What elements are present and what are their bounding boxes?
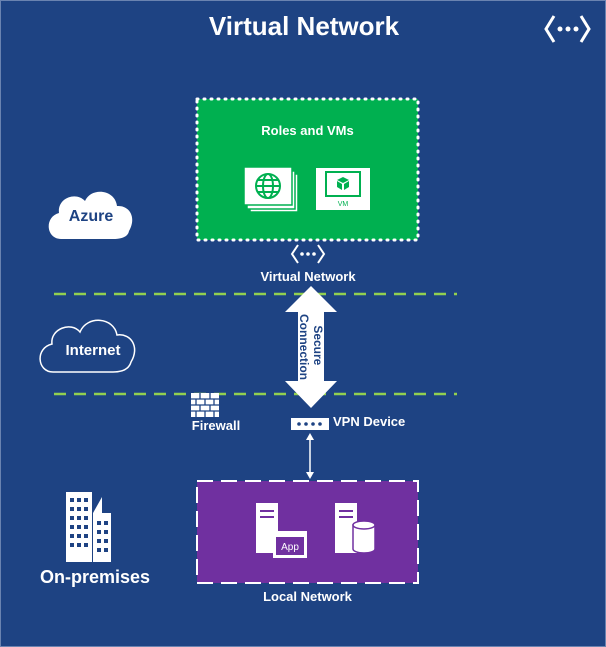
firewall-icon: [191, 393, 219, 417]
virtual-network-label: Virtual Network: [260, 269, 356, 284]
vm-tile: [316, 168, 370, 210]
secure-connection-arrow: [285, 286, 337, 408]
internet-cloud-icon: [39, 319, 136, 373]
vpn-to-local-connector: [306, 433, 314, 479]
firewall-label: Firewall: [191, 418, 241, 433]
virtual-network-small-icon: [290, 244, 326, 264]
server-icon: [256, 503, 278, 553]
globe-icon: [255, 173, 281, 199]
vm-tile-label: VM: [338, 201, 349, 208]
server-icon-2: [335, 503, 357, 553]
azure-label: Azure: [68, 208, 114, 225]
internet-label: Internet: [65, 342, 121, 359]
local-network-box: [196, 480, 419, 584]
app-label: App: [281, 542, 299, 553]
building-icon: [66, 492, 111, 562]
vpn-device-label: VPN Device: [333, 414, 406, 429]
virtual-network-icon: [544, 15, 591, 43]
vm-icon: [337, 177, 349, 190]
web-role-icon: [243, 166, 299, 213]
roles-and-vms-box: [195, 97, 420, 242]
app-window: [273, 531, 307, 558]
database-icon: [352, 520, 376, 554]
roles-and-vms-title: Roles and VMs: [261, 123, 354, 138]
secure-connection-label: Secure Connection: [297, 314, 325, 380]
local-network-label: Local Network: [263, 589, 352, 604]
cloud-icon: [48, 191, 133, 239]
on-premises-label: On-premises: [39, 567, 151, 587]
page-title: Virtual Network: [208, 11, 400, 41]
vpn-device-icon: [291, 418, 329, 430]
